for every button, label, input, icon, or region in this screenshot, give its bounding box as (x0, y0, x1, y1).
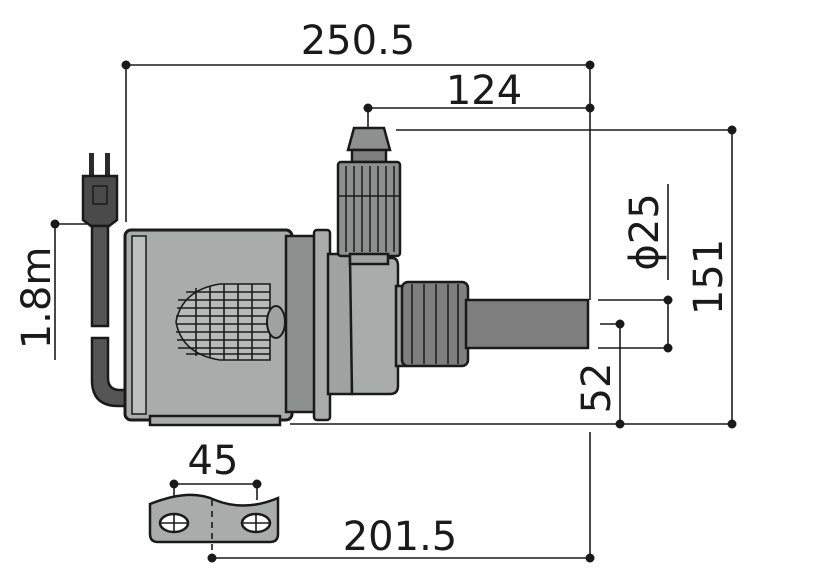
dimension-lines (54, 64, 733, 559)
dim-outlet-height: 52 (574, 363, 620, 414)
motor-body (123, 228, 294, 427)
mounting-plate (148, 493, 280, 558)
side-outlet (400, 280, 590, 368)
pump-flange (284, 228, 354, 422)
top-outlet (336, 126, 402, 266)
cooling-fins (175, 283, 271, 361)
dim-cord-length: 1.8m (14, 247, 60, 350)
dimension-dots (50, 60, 737, 563)
dim-overall-length: 250.5 (301, 18, 416, 64)
dim-outlet-offset: 124 (446, 68, 522, 114)
power-cord (81, 153, 134, 408)
dim-total-height: 151 (686, 239, 732, 315)
dim-pipe-diameter: ϕ25 (622, 193, 668, 270)
dim-base-length: 201.5 (343, 514, 458, 560)
dim-mount-spacing: 45 (188, 438, 239, 484)
pump-head (348, 256, 408, 396)
